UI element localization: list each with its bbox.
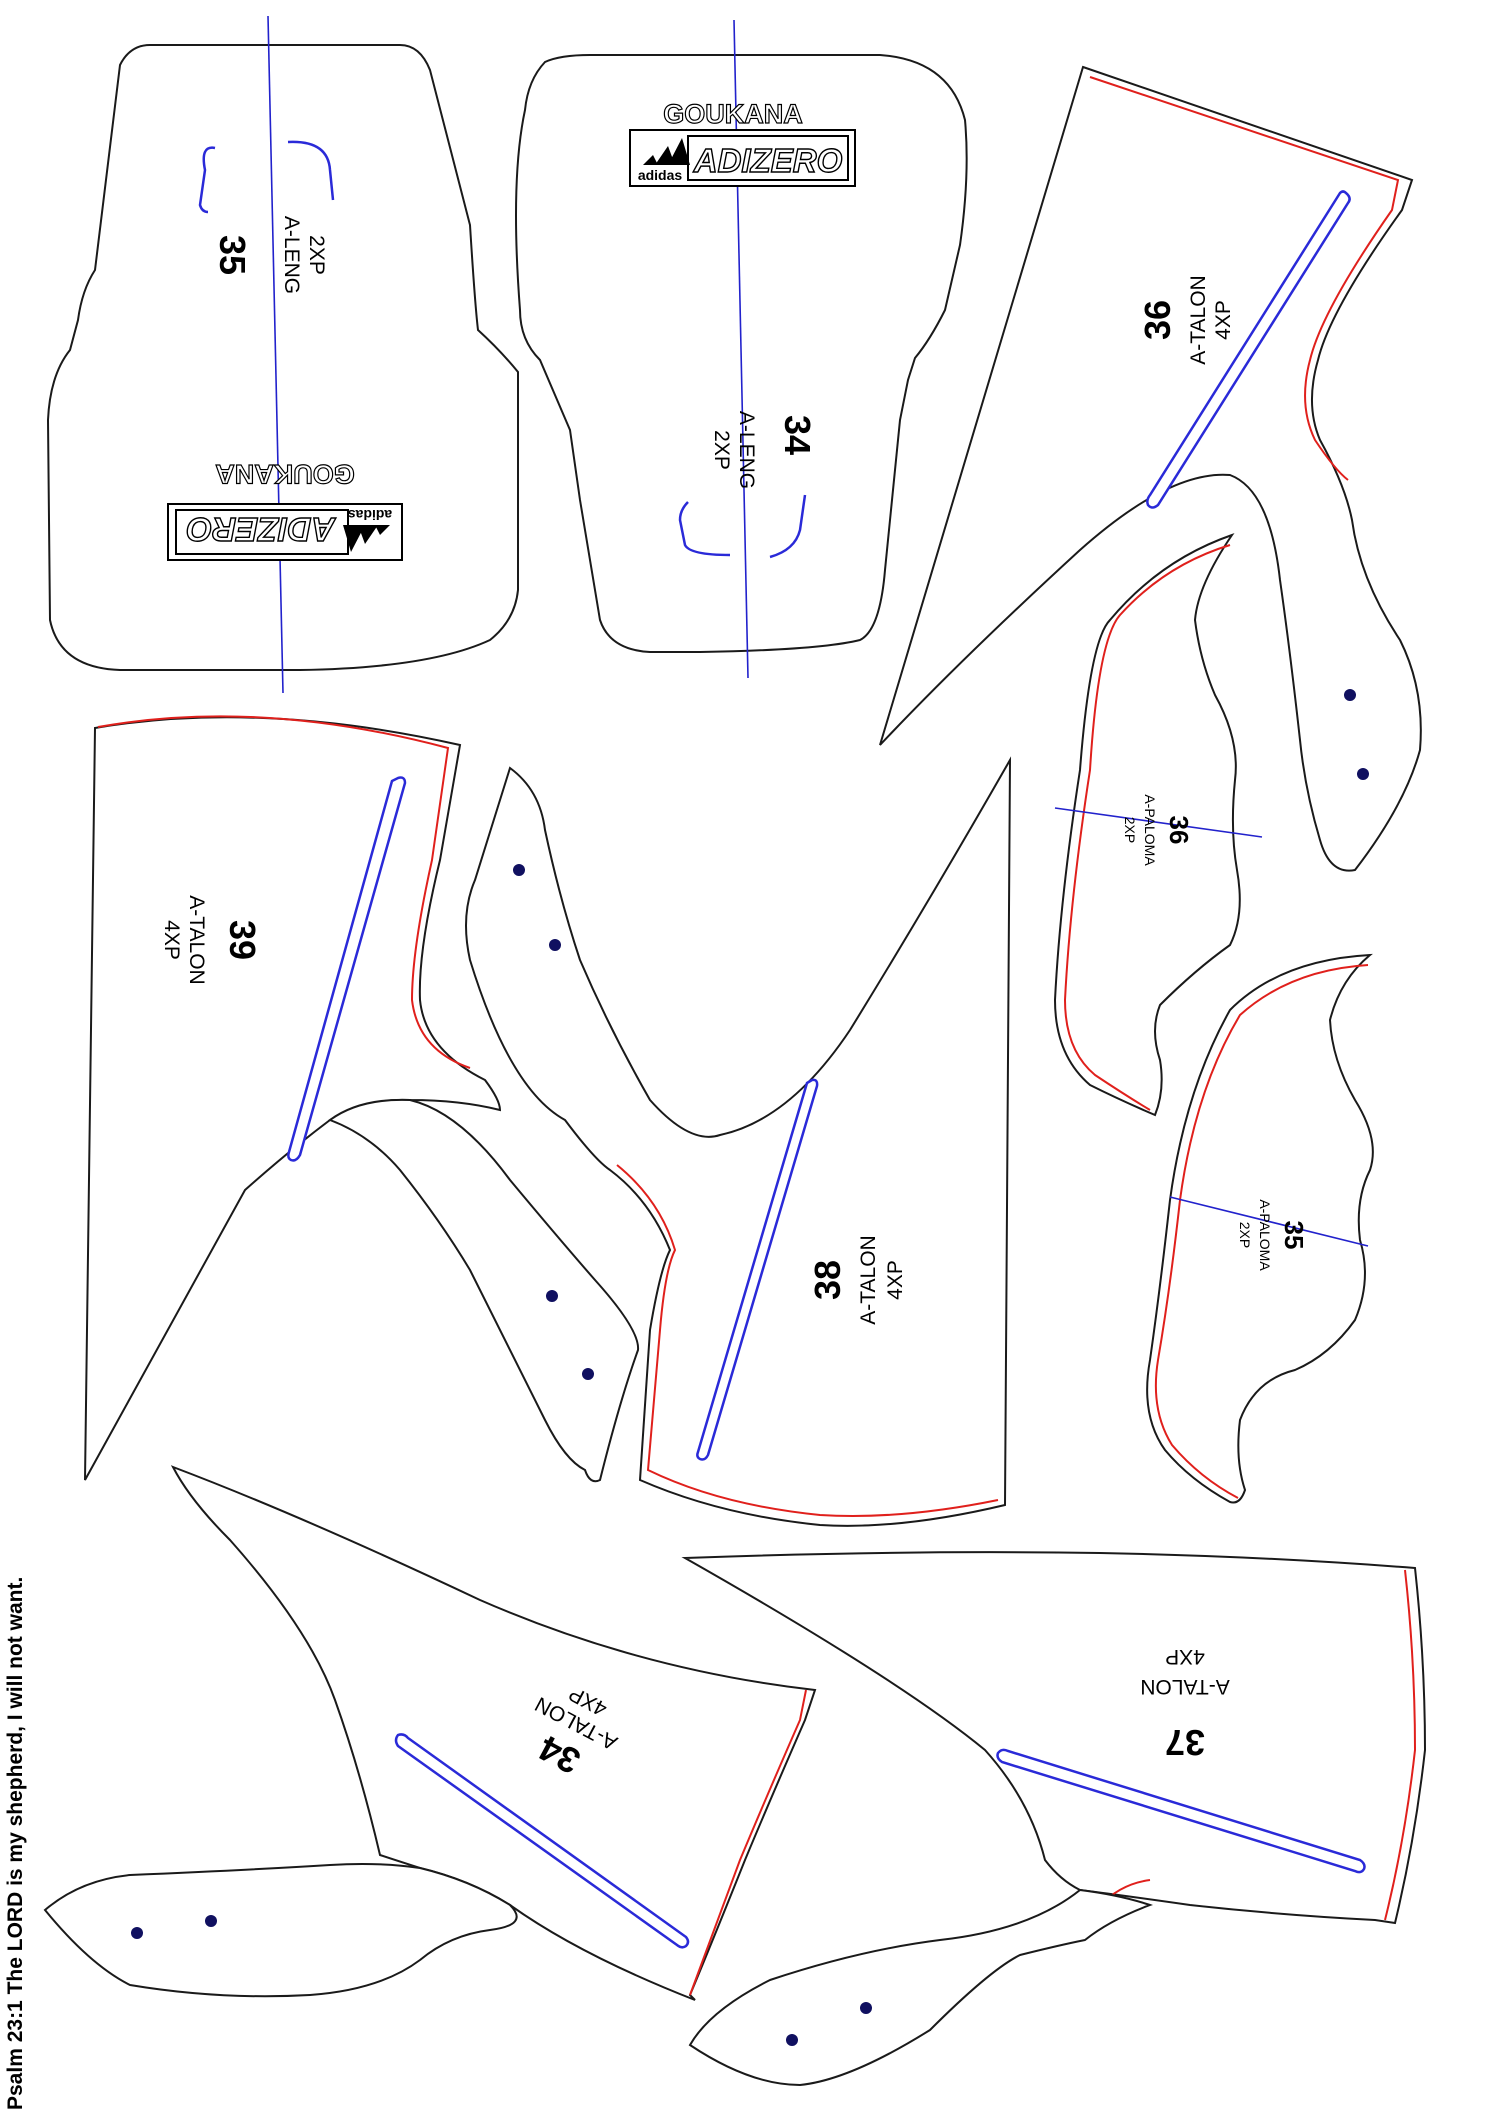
talon-34-outline <box>170 1465 817 2001</box>
talon-39-tail <box>327 1098 640 1483</box>
talon-36-number: 36 <box>1137 300 1178 340</box>
talon-39-seam-line <box>97 715 471 1069</box>
paloma-36-qty: 2XP <box>1122 817 1138 843</box>
talon-39-punch-hole <box>582 1368 594 1380</box>
leng-35-name: A-LENG <box>280 216 303 294</box>
piece-leng-34[interactable]: 34 A-LENG 2XP ADIZERO adidas GOUKANA <box>515 19 968 679</box>
talon-34-punch-hole <box>205 1915 217 1927</box>
leng-34-number: 34 <box>777 415 818 455</box>
talon-37-tail <box>688 1888 1153 2087</box>
leng-35-adidas-icon <box>343 525 390 552</box>
talon-38-seam-line <box>616 1164 999 1517</box>
paloma-36-outline <box>1053 533 1241 1117</box>
leng-35-logo: ADIZERO adidas GOUKANA <box>167 458 403 561</box>
piece-talon-37[interactable]: 37 A-TALON 4XP <box>681 1551 1427 2087</box>
piece-paloma-36[interactable]: 36 A-PALOMA 2XP <box>1053 533 1263 1117</box>
leng-35-number: 35 <box>212 235 253 275</box>
leng-35-notch-right <box>287 140 335 201</box>
leng-35-brand: GOUKANA <box>215 459 355 489</box>
leng-34-logo-inner <box>687 135 849 181</box>
talon-36-seam-line <box>1089 76 1400 481</box>
talon-36-punch-hole <box>1344 689 1356 701</box>
piece-talon-34[interactable]: 34 A-TALON 4XP <box>43 1465 817 2001</box>
leng-34-name: A-LENG <box>735 411 758 489</box>
paloma-35-outline <box>1146 953 1374 1504</box>
talon-39-guide-mark <box>287 776 407 1162</box>
leng-34-adidas-text: adidas <box>638 167 683 183</box>
talon-39-punch-hole <box>546 1290 558 1302</box>
piece-talon-38[interactable]: 38 A-TALON 4XP <box>465 756 1012 1527</box>
piece-talon-36[interactable]: 36 A-TALON 4XP <box>879 65 1422 872</box>
talon-34-guide-mark <box>394 1733 690 1949</box>
talon-38-outline <box>465 756 1012 1527</box>
talon-38-name: A-TALON <box>857 1235 880 1324</box>
talon-39-number: 39 <box>222 920 263 960</box>
leng-34-qty: 2XP <box>710 430 733 470</box>
paloma-36-grain-line <box>1054 807 1263 838</box>
leng-35-adidas-text: adidas <box>348 507 393 523</box>
leng-35-logo-text: ADIZERO <box>186 511 336 548</box>
talon-37-punch-hole <box>786 2034 798 2046</box>
leng-35-grain-line <box>267 15 284 694</box>
talon-36-name: A-TALON <box>1187 275 1210 364</box>
piece-paloma-35[interactable]: 35 A-PALOMA 2XP <box>1146 953 1374 1504</box>
talon-37-punch-hole <box>860 2002 872 2014</box>
talon-34-punch-hole <box>131 1927 143 1939</box>
talon-39-outline <box>84 716 502 1481</box>
footer-caption: Psalm 23:1 The LORD is my shepherd, I wi… <box>4 1577 27 2110</box>
leng-35-qty: 2XP <box>305 235 328 275</box>
talon-36-punch-hole <box>1357 768 1369 780</box>
paloma-35-number: 35 <box>1279 1221 1309 1250</box>
talon-38-punch-hole <box>549 939 561 951</box>
piece-leng-35[interactable]: 35 A-LENG 2XP ADIZERO adidas GOUKANA <box>46 15 519 694</box>
paloma-36-number: 36 <box>1164 816 1194 845</box>
paloma-35-grain-line <box>1169 1196 1369 1247</box>
talon-37-number: 37 <box>1165 1722 1205 1763</box>
piece-talon-39[interactable]: 39 A-TALON 4XP <box>84 715 640 1483</box>
paloma-36-seam-line <box>1063 544 1231 1111</box>
talon-39-name: A-TALON <box>185 895 208 984</box>
talon-36-qty: 4XP <box>1212 300 1235 340</box>
talon-37-guide-mark <box>996 1748 1366 1874</box>
leng-34-logo: ADIZERO adidas GOUKANA <box>629 98 856 187</box>
leng-35-logo-inner <box>175 509 349 555</box>
talon-38-number: 38 <box>807 1260 848 1300</box>
talon-37-qty: 4XP <box>1165 1645 1205 1668</box>
leng-34-notch-left <box>678 501 731 557</box>
leng-34-brand: GOUKANA <box>663 99 803 129</box>
leng-34-adidas-icon <box>643 138 690 165</box>
paloma-35-qty: 2XP <box>1237 1222 1253 1248</box>
talon-38-punch-hole <box>513 864 525 876</box>
talon-38-qty: 4XP <box>884 1260 907 1300</box>
leng-35-outline <box>46 44 519 671</box>
talon-36-guide-mark <box>1146 190 1351 509</box>
leng-34-notch-right <box>769 494 807 559</box>
talon-34-seam-line <box>689 1689 807 1996</box>
talon-39-qty: 4XP <box>160 920 183 960</box>
talon-37-seam-line <box>1384 1569 1417 1921</box>
leng-34-logo-text: ADIZERO <box>693 142 843 179</box>
talon-34-tail <box>43 1863 518 1998</box>
paloma-35-seam-line <box>1154 964 1369 1499</box>
paloma-35-name: A-PALOMA <box>1257 1199 1273 1271</box>
paloma-36-name: A-PALOMA <box>1142 794 1158 866</box>
talon-37-name: A-TALON <box>1140 1675 1229 1698</box>
talon-38-guide-mark <box>696 1078 819 1461</box>
leng-35-notch-left <box>198 146 216 214</box>
